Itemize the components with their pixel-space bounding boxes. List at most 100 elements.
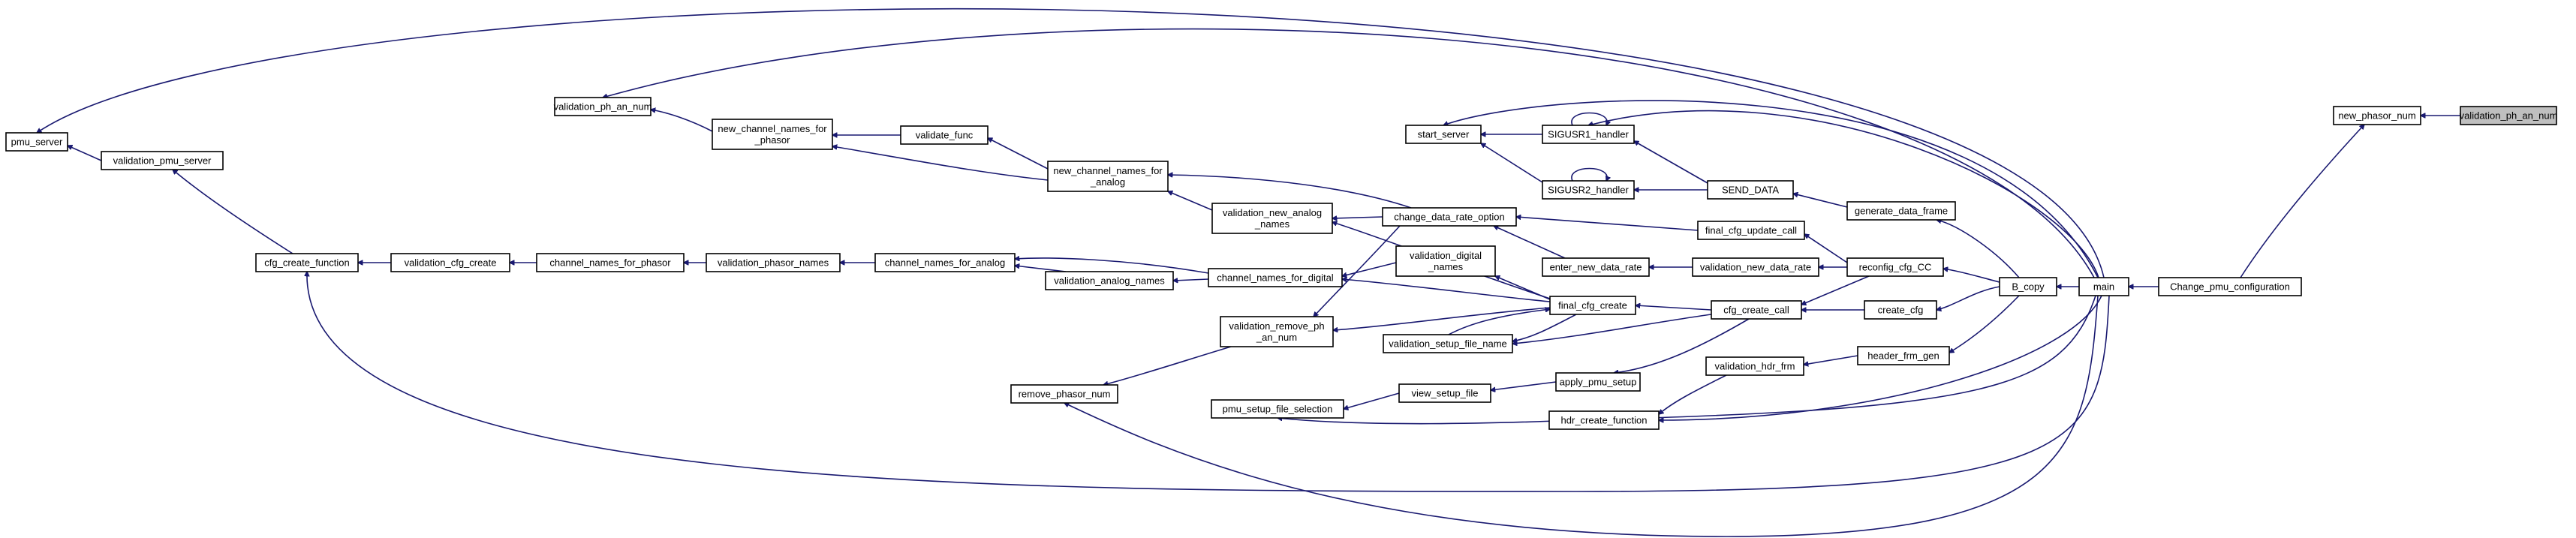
- node-box: [1211, 203, 1333, 234]
- node-remove-phasor-num[interactable]: remove_phasor_num: [1010, 384, 1118, 404]
- node-SEND-DATA[interactable]: SEND_DATA: [1707, 180, 1794, 200]
- node-label: validation_ph_an_num: [2460, 110, 2558, 122]
- node-validation-pmu-server[interactable]: validation_pmu_server: [101, 151, 224, 170]
- node-label: hdr_create_function: [1561, 415, 1648, 426]
- node-box: [1549, 296, 1636, 315]
- edge-Change_pmu_configuration-to-new_phasor_num: [2240, 125, 2364, 278]
- node-label: final_cfg_update_call: [1705, 225, 1797, 236]
- node-new-phasor-num[interactable]: new_phasor_num: [2333, 106, 2421, 125]
- edge-generate_data_frame-to-B_copy: [1937, 220, 2020, 278]
- node-box: [1846, 257, 1944, 277]
- edge-validation_new_analog_names-to-new_channel_names_for_analog: [1168, 191, 1213, 211]
- node-box: [2078, 277, 2129, 296]
- node-box: [1395, 245, 1496, 277]
- node-SIGUSR2-handler[interactable]: SIGUSR2_handler: [1542, 180, 1635, 200]
- node-SIGUSR1-handler[interactable]: SIGUSR1_handler: [1542, 125, 1635, 144]
- node-start-server[interactable]: start_server: [1405, 125, 1482, 144]
- node-validation-hdr-frm[interactable]: validation_hdr_frm: [1705, 356, 1804, 376]
- node-create-cfg[interactable]: create_cfg: [1864, 300, 1937, 320]
- node-label: validation_pmu_server: [113, 155, 212, 167]
- node-validation-analog-names[interactable]: validation_analog_names: [1045, 271, 1174, 290]
- node-channel-names-for-phasor[interactable]: channel_names_for_phasor: [536, 253, 685, 272]
- edge-SIGUSR2_handler-to-start_server: [1481, 143, 1543, 183]
- edge-main-to-cfg_create_function: [307, 272, 2110, 492]
- node-label: validation_ph_an_num: [554, 101, 652, 113]
- node-label: main: [2093, 281, 2114, 293]
- edge-main-to-SIGUSR1_handler: [1588, 110, 2099, 278]
- node-box: [554, 97, 652, 116]
- node-validation-cfg-create[interactable]: validation_cfg_create: [390, 253, 510, 272]
- edge-change_data_rate_option-to-validation_new_analog_names: [1332, 217, 1383, 218]
- node-box: [1999, 277, 2057, 296]
- node-pmu-server[interactable]: pmu_server: [5, 132, 68, 152]
- edge-path: [1491, 381, 1557, 390]
- node-box: [1542, 125, 1635, 144]
- edge-path: [1333, 307, 1551, 330]
- edge-header_frm_gen-to-B_copy: [1949, 295, 2020, 353]
- node-validate-func[interactable]: validate_func: [900, 125, 989, 145]
- node-box: [1045, 271, 1174, 290]
- edge-path: [1614, 318, 1750, 373]
- edge-path: [1943, 269, 2000, 283]
- node-final-cfg-update-call[interactable]: final_cfg_update_call: [1697, 221, 1805, 240]
- node-validation-new-analog-names[interactable]: validation_new_analog_names: [1211, 203, 1333, 234]
- edge-main-to-hdr_create_function: [1659, 295, 2102, 420]
- node-label: new_phasor_num: [2338, 110, 2415, 122]
- edge-path: [1103, 346, 1232, 385]
- edge-path: [1636, 305, 1712, 311]
- node-pmu-setup-file-selection[interactable]: pmu_setup_file_selection: [1211, 399, 1344, 419]
- edge-path: [307, 272, 2110, 492]
- node-box: [390, 253, 510, 272]
- node-validation-ph-an-num[interactable]: validation_ph_an_num: [2460, 106, 2558, 125]
- node-Change-pmu-configuration[interactable]: Change_pmu_configuration: [2158, 277, 2302, 296]
- node-channel-names-for-digital[interactable]: channel_names_for_digital: [1208, 268, 1343, 287]
- edge-main-to-remove_phasor_num: [1064, 295, 2099, 537]
- node-label: _phasor: [754, 134, 791, 146]
- node-label: apply_pmu_setup: [1560, 377, 1637, 388]
- edge-validation_digital_names-to-channel_names_for_digital: [1342, 262, 1397, 276]
- node-cfg-create-function[interactable]: cfg_create_function: [255, 253, 359, 272]
- node-label: cfg_create_function: [264, 257, 349, 269]
- edge-final_cfg_update_call-to-change_data_rate_option: [1516, 217, 1699, 231]
- node-label: view_setup_file: [1412, 388, 1479, 399]
- node-box: [1864, 300, 1937, 320]
- edge-path: [1937, 220, 2020, 278]
- node-label: enter_new_data_rate: [1550, 262, 1642, 273]
- node-validation-remove-ph-an-num[interactable]: validation_remove_ph_an_num: [1220, 316, 1334, 347]
- edge-new_channel_names_for_phasor-to-validation_ph_an_num_left: [651, 110, 713, 132]
- node-new-channel-names-for-phasor[interactable]: new_channel_names_for_phasor: [712, 119, 833, 150]
- node-new-channel-names-for-analog[interactable]: new_channel_names_for_analog: [1047, 161, 1169, 192]
- node-box: [1542, 257, 1650, 277]
- node-header-frm-gen[interactable]: header_frm_gen: [1857, 346, 1950, 365]
- node-final-cfg-create[interactable]: final_cfg_create: [1549, 296, 1636, 315]
- edge-cfg_create_function-to-validation_pmu_server: [173, 170, 293, 254]
- node-apply-pmu-setup[interactable]: apply_pmu_setup: [1555, 372, 1641, 392]
- edge-path: [1015, 266, 1067, 272]
- node-change-data-rate-option[interactable]: change_data_rate_option: [1382, 207, 1517, 227]
- edge-path: [1168, 191, 1213, 211]
- node-hdr-create-function[interactable]: hdr_create_function: [1548, 410, 1660, 430]
- node-cfg-create-call[interactable]: cfg_create_call: [1711, 300, 1802, 320]
- edge-change_data_rate_option-to-validation_remove_ph_an_num: [1314, 225, 1401, 317]
- node-validation-new-data-rate[interactable]: validation_new_data_rate: [1692, 257, 1819, 277]
- node-main[interactable]: main: [2078, 277, 2129, 296]
- node-enter-new-data-rate[interactable]: enter_new_data_rate: [1542, 257, 1650, 277]
- edge-path: [988, 137, 1049, 170]
- node-validation-digital-names[interactable]: validation_digital_names: [1395, 245, 1496, 277]
- node-label: validation_new_analog: [1223, 207, 1322, 218]
- edge-path: [1937, 286, 2000, 310]
- node-channel-names-for-analog[interactable]: channel_names_for_analog: [874, 253, 1016, 272]
- node-reconfig-cfg-CC[interactable]: reconfig_cfg_CC: [1846, 257, 1944, 277]
- node-label: B_copy: [2012, 281, 2045, 293]
- node-validation-setup-file-name[interactable]: validation_setup_file_name: [1383, 334, 1513, 353]
- node-validation-ph-an-num-left[interactable]: validation_ph_an_num: [554, 97, 652, 116]
- node-view-setup-file[interactable]: view_setup_file: [1398, 383, 1491, 403]
- node-generate-data-frame[interactable]: generate_data_frame: [1846, 201, 1956, 221]
- edge-path: [1659, 295, 2102, 420]
- node-label: _an_num: [1256, 332, 1297, 343]
- node-B-copy[interactable]: B_copy: [1999, 277, 2057, 296]
- edge-enter_new_data_rate-to-change_data_rate_option: [1494, 226, 1566, 259]
- node-validation-phasor-names[interactable]: validation_phasor_names: [706, 253, 841, 272]
- node-box: [1711, 300, 1802, 320]
- edge-view_setup_file-to-pmu_setup_file_selection: [1344, 392, 1400, 409]
